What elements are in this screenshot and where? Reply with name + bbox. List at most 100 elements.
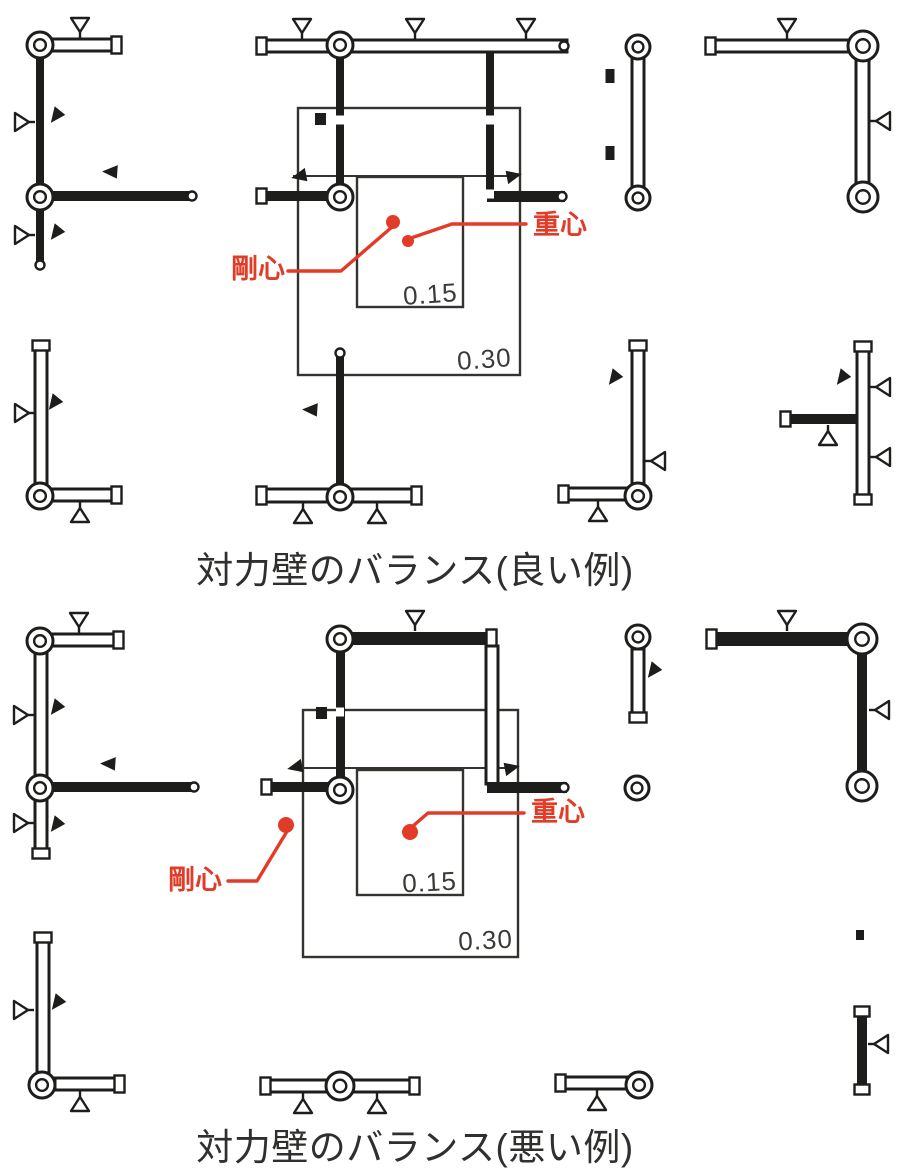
anchor-triangle-icon (873, 699, 891, 721)
annotation-leader-line (286, 225, 394, 273)
wall-joint-notch (336, 707, 344, 717)
wall-end-cap (556, 190, 568, 203)
caption-good-example: 対力壁のバランス(良い例) (196, 550, 634, 591)
wall-end-cap (259, 1076, 272, 1096)
shear-wall-solid (36, 56, 44, 268)
dimension-arrowhead-icon (50, 698, 66, 715)
anchor-triangle-icon (776, 17, 798, 35)
wall-end-cap (705, 628, 718, 650)
dimension-arrowhead-icon (100, 757, 116, 771)
eccentricity-ratio-value: 0.15 (401, 866, 457, 899)
column-symbol-inner (34, 1077, 50, 1093)
eccentricity-ratio-value: 0.30 (457, 924, 513, 957)
wall-end-cap (628, 711, 648, 724)
column-symbol-inner (32, 37, 48, 53)
anchor-triangle-icon (586, 1094, 608, 1112)
column-symbol-inner (32, 780, 48, 796)
column-symbol-inner (631, 40, 645, 54)
column-symbol-inner (32, 488, 48, 504)
anchor-triangle-icon (13, 224, 31, 246)
column-symbol-inner (332, 631, 348, 647)
shear-wall-hollow (53, 1076, 125, 1092)
eccentricity-boundary-rect (296, 106, 522, 377)
shear-wall-solid (487, 191, 565, 202)
rigidity-center-dot (278, 817, 294, 833)
wall-end-cap (255, 187, 268, 205)
shear-wall-solid (857, 654, 867, 774)
column-symbol-inner (32, 633, 48, 649)
wall-end-cap (110, 485, 123, 505)
wall-end-cap (34, 259, 46, 271)
shear-wall-solid (50, 782, 197, 792)
dimension-arrowhead-icon (51, 993, 67, 1010)
shear-wall-solid (487, 782, 567, 793)
dimension-arrowhead-icon (505, 170, 522, 185)
dimension-arrowhead-icon (50, 106, 66, 123)
tick-mark-icon (605, 69, 615, 83)
wall-end-cap (779, 410, 792, 428)
wall-end-cap (31, 339, 51, 352)
rigidity-label: 剛心 (231, 254, 285, 284)
anchor-triangle-icon (874, 446, 892, 468)
shear-wall-solid (345, 632, 495, 645)
wall-end-cap (853, 1005, 871, 1018)
dimension-arrowhead-icon (302, 403, 318, 417)
wall-end-cap (110, 35, 123, 55)
dimension-arrowhead-icon (50, 223, 66, 240)
column-symbol-inner (854, 778, 870, 794)
column-symbol-inner (332, 189, 348, 205)
anchor-triangle-icon (291, 17, 313, 35)
shear-wall-hollow (854, 58, 871, 189)
anchor-triangle-icon (404, 609, 426, 627)
tick-mark-icon (856, 930, 864, 940)
wall-joint-notch (634, 117, 642, 127)
anchor-triangle-icon (366, 507, 388, 525)
wall-joint-notch (634, 413, 642, 423)
anchor-triangle-icon (69, 506, 91, 524)
anchor-triangle-icon (13, 402, 31, 424)
dimension-arrowhead-icon (647, 661, 663, 678)
wall-end-cap (628, 339, 648, 352)
shear-wall-hollow (50, 487, 122, 503)
column-symbol-inner (854, 631, 870, 647)
wall-end-cap (31, 847, 51, 860)
eccentricity-boundary-rect (301, 708, 520, 959)
shear-wall-solid (857, 1008, 867, 1093)
shear-wall-hollow (50, 37, 122, 53)
wall-end-cap (853, 493, 873, 506)
annotation-leader-line (226, 831, 288, 883)
wall-joint-notch (336, 115, 344, 125)
shear-wall-hollow (33, 650, 49, 859)
wall-end-cap (255, 485, 268, 506)
wall-end-cap (557, 484, 570, 504)
wall-joint-notch (486, 115, 494, 125)
anchor-triangle-icon (12, 999, 30, 1021)
anchor-triangle-icon (69, 1095, 91, 1113)
wall-end-cap (334, 347, 346, 359)
wall-end-cap (255, 36, 268, 56)
column-symbol-inner (32, 189, 48, 205)
wall-joint-notch (488, 708, 496, 718)
shear-wall-hollow (256, 38, 569, 54)
shear-wall-solid (336, 650, 345, 792)
tick-mark-icon (605, 146, 615, 160)
wall-end-cap (408, 1076, 421, 1096)
anchor-triangle-icon (366, 1097, 388, 1115)
gravity-center-dot (402, 824, 418, 840)
wall-end-cap (558, 781, 570, 794)
anchor-triangle-icon (872, 1033, 890, 1055)
wall-end-cap (188, 781, 200, 793)
shear-wall-hollow (555, 1075, 629, 1091)
dimension-arrowhead-icon (48, 393, 64, 410)
column-symbol-inner (631, 191, 645, 205)
anchor-triangle-icon (817, 429, 839, 447)
shear-wall-hollow (855, 341, 871, 505)
shear-wall-solid (336, 350, 344, 490)
anchor-triangle-icon (69, 16, 91, 34)
column-symbol-inner (855, 189, 871, 205)
anchor-triangle-icon (874, 110, 892, 132)
shear-wall-hollow (705, 38, 855, 54)
shear-wall-hollow (630, 647, 646, 723)
